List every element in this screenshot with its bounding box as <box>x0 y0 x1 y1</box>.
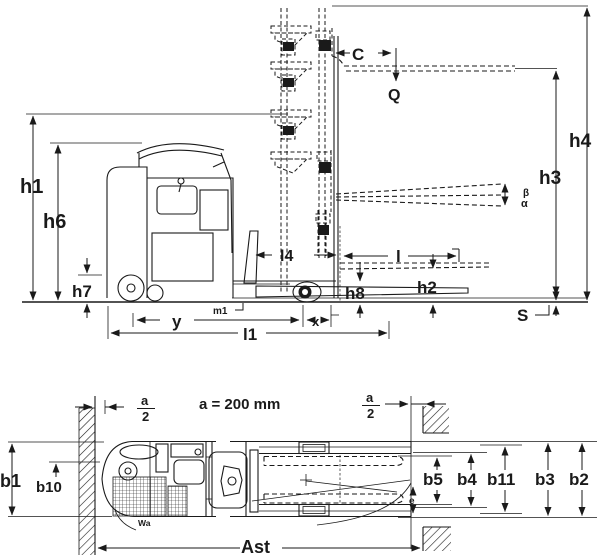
dim-label-b3: b3 <box>535 470 555 489</box>
dim-b10: b10 <box>36 461 100 496</box>
dim-h4: h4 <box>332 5 592 301</box>
dim-label-h2: h2 <box>417 278 437 297</box>
dim-label-h4: h4 <box>569 131 592 152</box>
truck-side-body <box>106 143 469 303</box>
dim-x: x <box>306 305 339 329</box>
dim-label-a-den-left: 2 <box>142 409 149 424</box>
dim-label-c: C <box>352 45 364 64</box>
dim-label-b2: b2 <box>569 470 589 489</box>
dim-l: l <box>343 247 460 266</box>
dim-b3: b3 <box>535 443 555 516</box>
wall-left <box>78 396 96 555</box>
raised-fork-lines <box>331 55 557 301</box>
dim-h7: h7 <box>72 258 102 318</box>
dim-label-wa: Wa <box>138 518 151 528</box>
dim-label-b11: b11 <box>487 470 515 489</box>
dim-label-ast: Ast <box>241 537 270 555</box>
dim-ast: Ast <box>97 537 421 555</box>
clearance-note: a = 200 mm <box>199 396 280 413</box>
dim-h1: h1 <box>20 113 288 301</box>
dim-label-b4: b4 <box>457 470 477 489</box>
dim-label-y: y <box>172 312 182 331</box>
dim-l4: l4 <box>255 248 337 265</box>
dim-h8: h8 <box>345 262 365 318</box>
dim-b4: b4 <box>457 454 477 506</box>
dim-a-half-left: a 2 <box>75 393 155 424</box>
dim-label-l: l <box>396 247 401 266</box>
dim-s: S <box>517 286 560 325</box>
load-label-q: Q <box>388 87 400 104</box>
width-extension-lines <box>398 441 597 518</box>
dim-b2: b2 <box>569 443 589 516</box>
dim-b1: b1 <box>0 441 112 517</box>
side-view: h1 h6 h7 h4 h3 <box>20 5 592 344</box>
dim-e: e <box>409 486 417 514</box>
dim-label-b5: b5 <box>423 470 443 489</box>
dim-b11: b11 <box>487 446 515 512</box>
dim-y: y <box>132 305 304 331</box>
turning-geometry: Wa <box>114 474 412 531</box>
dim-label-l1: l1 <box>243 325 257 344</box>
dim-c: C <box>335 45 392 64</box>
truck-plan-body <box>101 440 412 518</box>
rack-block-upper <box>422 406 449 434</box>
dim-label-a-den-right: 2 <box>367 406 374 421</box>
dim-m1: m1 <box>213 303 244 317</box>
rack-block-lower <box>422 526 451 551</box>
load-arrow-q: Q <box>388 48 400 104</box>
mast-carriage-positions <box>270 25 333 256</box>
dim-label-l4: l4 <box>280 248 293 265</box>
top-view: a 2 a = 200 mm a 2 <box>0 390 597 555</box>
dim-label-h1: h1 <box>20 176 43 198</box>
dim-a-half-right: a 2 <box>362 390 446 421</box>
dim-l1: l1 <box>107 306 390 344</box>
dim-h2: h2 <box>417 254 437 318</box>
dim-label-a-num-left: a <box>141 393 149 408</box>
dim-label-m1: m1 <box>213 306 228 317</box>
dim-label-e: e <box>409 496 415 507</box>
dim-label-h3: h3 <box>539 168 561 189</box>
dim-label-a-num-right: a <box>366 390 374 405</box>
dim-h3: h3 <box>539 70 561 301</box>
dim-label-h7: h7 <box>72 282 92 301</box>
dim-label-beta: β <box>523 188 529 199</box>
dim-tilt-angles: β α <box>501 183 529 210</box>
dim-label-h8: h8 <box>345 284 365 303</box>
dim-label-s: S <box>517 306 528 325</box>
dim-label-alpha: α <box>521 198 528 210</box>
dim-b5: b5 <box>423 457 443 503</box>
dim-label-x: x <box>312 314 320 329</box>
dim-label-b1: b1 <box>0 471 21 491</box>
dim-h6: h6 <box>43 142 142 301</box>
dim-label-b10: b10 <box>36 479 62 496</box>
dim-label-h6: h6 <box>43 211 66 233</box>
